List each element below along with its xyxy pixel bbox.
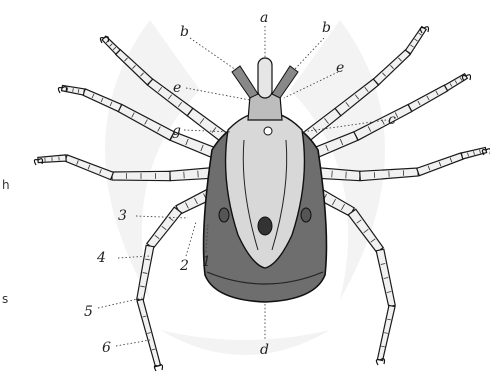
label-g: g (172, 123, 181, 139)
hypostome (258, 58, 272, 98)
label-1: 1 (202, 254, 211, 270)
label-2: 2 (179, 258, 189, 274)
edge-text-top: h (2, 178, 10, 192)
label-e-right: e (336, 60, 344, 76)
label-a: a (260, 10, 268, 26)
anal-aperture (258, 217, 272, 235)
label-3: 3 (118, 208, 127, 224)
edge-text-bottom: s (2, 292, 8, 306)
label-b-right: b (322, 20, 331, 36)
label-e-left: e (173, 80, 181, 96)
label-b-left: b (180, 24, 189, 40)
eye (264, 127, 272, 135)
label-d: d (260, 342, 269, 358)
spiracle-right (301, 208, 311, 222)
leg-3-right (304, 147, 490, 180)
label-6: 6 (102, 340, 111, 356)
leg-4-left-claw (154, 365, 162, 371)
label-4: 4 (96, 250, 106, 266)
label-5: 5 (84, 304, 93, 320)
label-c: c (388, 112, 396, 128)
palp-left (232, 66, 258, 98)
spiracle-left (219, 208, 229, 222)
